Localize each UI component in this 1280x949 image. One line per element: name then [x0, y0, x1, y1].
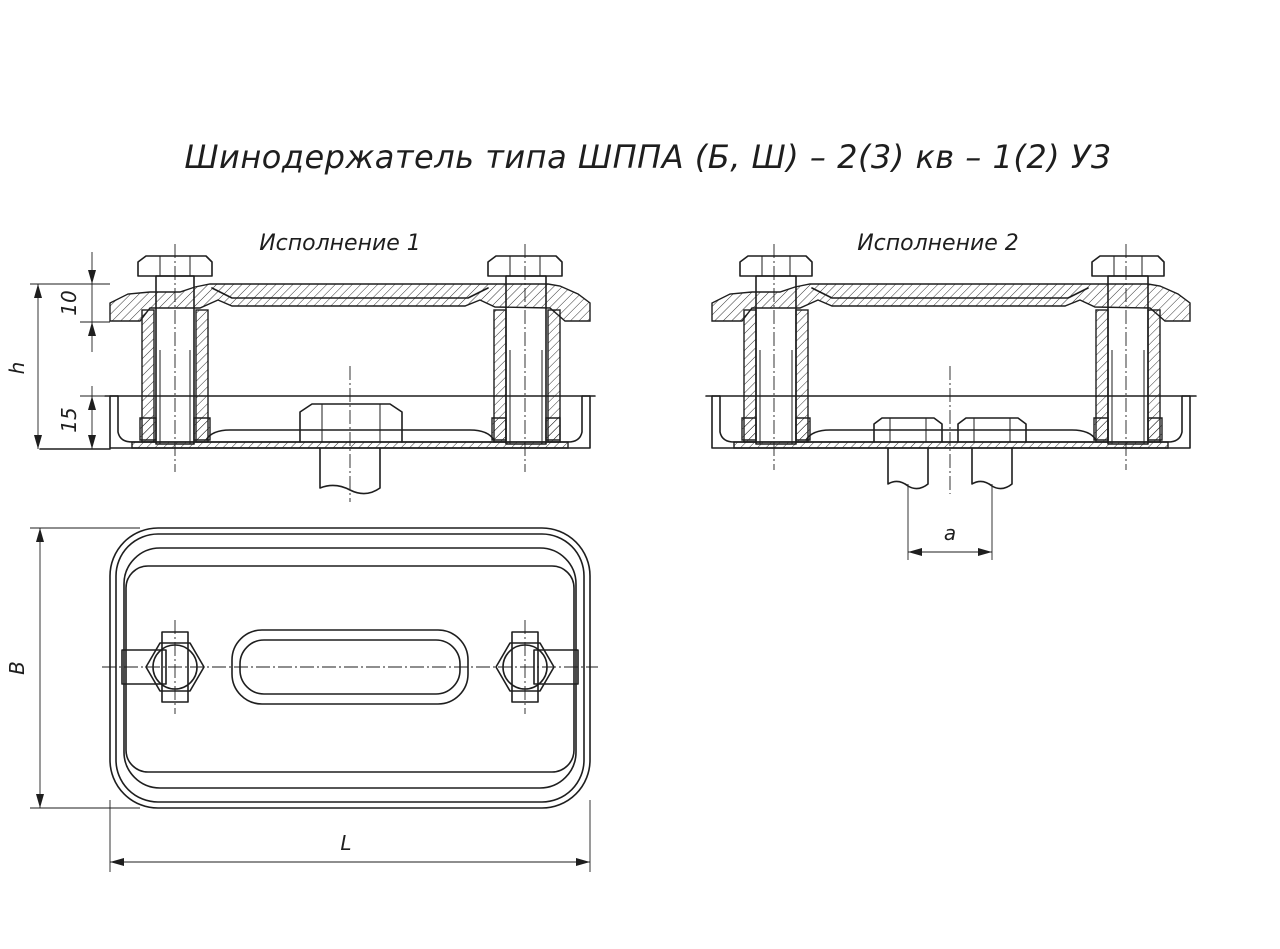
dim-a-label: a	[944, 521, 956, 545]
variant2-section-view: Исполнение 2	[705, 231, 1197, 560]
dim-B-label: B	[5, 661, 29, 675]
variant2-spacing-dimension: a	[907, 484, 993, 560]
variant2-right-bolt	[1091, 255, 1165, 445]
dim-10-label: 10	[57, 290, 81, 315]
variant1-label: Исполнение 1	[259, 231, 421, 256]
variant2-base-plate	[705, 395, 1197, 449]
plan-inner-panel	[125, 565, 575, 773]
plan-outer-outline	[109, 527, 591, 809]
dim-L-label: L	[340, 831, 351, 855]
variant2-left-bolt	[739, 255, 813, 445]
drawing-title: Шинодержатель типа ШППА (Б, Ш) – 2(3) кв…	[184, 138, 1111, 176]
plan-middle-rim	[123, 547, 577, 789]
plan-dimension-L: L	[109, 800, 591, 872]
dim-h-label: h	[5, 362, 29, 375]
variant1-left-bolt	[137, 255, 213, 445]
variant1-dimensions: h 10 15	[5, 252, 110, 449]
plan-dimension-B: B	[5, 527, 140, 809]
variant2-left-nut	[873, 417, 943, 490]
variant2-top-cover	[711, 283, 1191, 322]
dim-15-label: 15	[57, 407, 81, 432]
variant1-section-view: Исполнение 1	[5, 231, 596, 502]
variant1-top-cover	[109, 283, 591, 322]
variant2-label: Исполнение 2	[857, 231, 1019, 256]
plan-outer-rim	[115, 533, 585, 803]
plan-view: B L	[5, 527, 598, 872]
variant1-right-bolt	[487, 255, 563, 445]
variant2-right-nut	[957, 417, 1027, 490]
